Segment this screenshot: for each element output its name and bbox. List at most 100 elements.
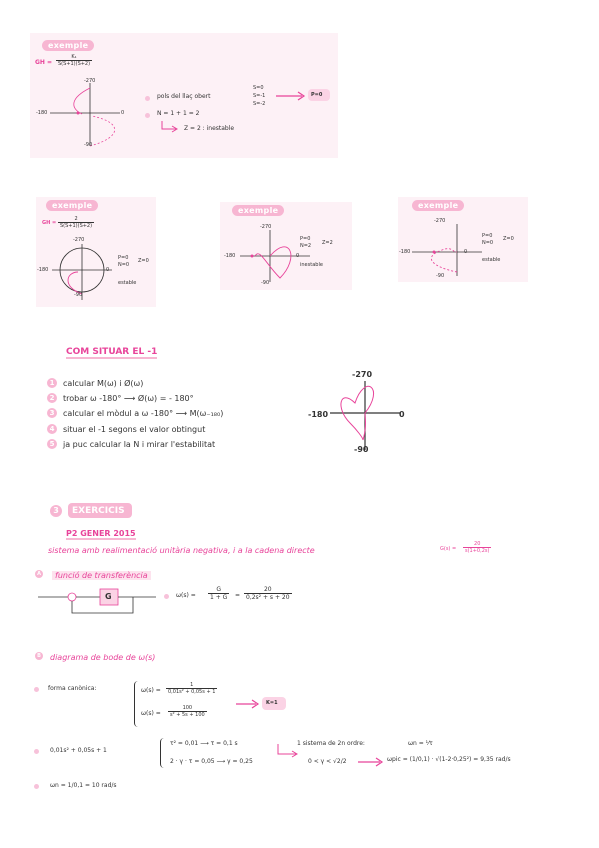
- w-fraction-2: 20 0,2s² + s + 20: [244, 586, 292, 601]
- section-highlight: [68, 503, 132, 518]
- p-value: P=0: [482, 233, 493, 239]
- example-panel-2: [36, 197, 156, 307]
- axis-right: 0: [296, 253, 300, 259]
- axis-left: -180: [308, 410, 329, 419]
- result: estable: [482, 257, 501, 263]
- step-text: situar el -1 segons el valor obtingut: [63, 425, 206, 434]
- gh-fraction: K₁ S(S+1)(S+2): [56, 54, 93, 67]
- axis-right: 0: [464, 249, 468, 255]
- result: estable: [118, 280, 137, 286]
- p-value: P=0: [118, 255, 129, 261]
- block-g: G: [105, 592, 112, 601]
- axis-bottom: -90: [354, 445, 369, 454]
- example-tag: exemple: [42, 40, 95, 51]
- k-highlight: [262, 697, 286, 710]
- arrow-icon: [358, 757, 384, 767]
- axis-top: -270: [84, 78, 96, 84]
- arrow-icon: [236, 699, 260, 709]
- nyquist-plot-situar: [330, 381, 400, 450]
- bullet: [145, 113, 150, 118]
- p-result: P=0: [311, 92, 323, 98]
- wn-result: ωn = 1/0,1 = 10 rad/s: [50, 782, 117, 789]
- gh-label: GH =: [42, 220, 57, 226]
- step-number: 1: [47, 378, 57, 388]
- wn-formula: ωn = ¹⁄τ: [408, 740, 433, 747]
- z-text: Z = 2 : inestable: [184, 125, 235, 132]
- axis-top: -270: [260, 224, 272, 230]
- bullet: [145, 96, 150, 101]
- gamma-condition: 0 < γ < √2/2: [308, 758, 347, 765]
- section-number: 3: [50, 505, 62, 517]
- axis-top: -270: [73, 237, 85, 243]
- section-letter: B: [35, 652, 43, 660]
- step-text: calcular el mòdul a ω -180° ⟶ M(ω₋₁₈₀): [63, 409, 224, 418]
- step-number: 4: [47, 424, 57, 434]
- axis-bottom: -90: [261, 280, 270, 286]
- p-value: P=0: [300, 236, 311, 242]
- n-value: N=0: [482, 240, 494, 246]
- bullet: [34, 784, 39, 789]
- axis-bottom: -90: [436, 273, 445, 279]
- z-value: Z=2: [322, 240, 333, 246]
- subsection-title: diagrama de bode de ω(s): [50, 653, 156, 662]
- eq-tau: τ² = 0,01 ⟶ τ = 0,1 s: [170, 740, 238, 747]
- n-value: N=0: [118, 262, 130, 268]
- subsection-title: funció de transferència: [52, 571, 151, 580]
- nyquist-plot-2: [52, 244, 112, 300]
- equals-sign: =: [235, 592, 241, 599]
- nyquist-plot-3: [240, 230, 310, 282]
- step-text: trobar ω -180° ⟶ Ø(ω) = - 180°: [63, 394, 194, 403]
- example-tag: exemple: [412, 200, 465, 211]
- axis-left: -180: [399, 249, 411, 255]
- gh-label: GH =: [35, 59, 53, 66]
- axis-left: -180: [36, 110, 48, 116]
- fc1-label: ω(s) =: [141, 687, 161, 694]
- n-text: N = 1 + 1 = 2: [157, 110, 200, 117]
- eq-gamma: 2 · γ · τ = 0,05 ⟶ γ = 0,25: [170, 758, 253, 765]
- axis-bottom: -90: [74, 292, 83, 298]
- step-number: 5: [47, 439, 57, 449]
- w-peak: ωpic = (1/0,1) · √(1-2·0,25²) = 9,35 rad…: [387, 756, 511, 763]
- axis-right: 0: [399, 410, 405, 419]
- section-title: COM SITUAR EL -1: [66, 347, 158, 359]
- poles-text: pols del llaç obert: [157, 93, 211, 100]
- fc-label: forma canònica:: [48, 685, 97, 692]
- axis-right: 0: [106, 267, 110, 273]
- result: inestable: [300, 262, 323, 268]
- exercise-statement: sistema amb realimentació unitària negat…: [48, 546, 315, 555]
- example-panel-4: [398, 197, 528, 282]
- brace: [134, 681, 138, 727]
- bullet: [34, 687, 39, 692]
- pole-3: S=-2: [253, 101, 266, 107]
- w-fraction-1: G 1 + G: [208, 586, 230, 601]
- fc1-fraction: 1 0,01s² + 0,05s + 1: [166, 682, 218, 695]
- axis-top: -270: [434, 218, 446, 224]
- pole-1: S=0: [253, 85, 264, 91]
- axis-bottom: -90: [84, 142, 93, 148]
- g-fraction: 20 s(1+0,2s): [463, 541, 492, 554]
- fc2-label: ω(s) =: [141, 710, 161, 717]
- example-tag: exemple: [46, 200, 99, 211]
- gh-fraction: 2 S(S+1)(S+2): [58, 216, 95, 229]
- result-highlight: [308, 89, 330, 101]
- axis-left: -180: [37, 267, 49, 273]
- bullet: [164, 594, 169, 599]
- z-value: Z=0: [503, 236, 514, 242]
- nyquist-plot-1: [50, 83, 120, 147]
- g-label: G(s) =: [440, 546, 457, 552]
- block-diagram: [38, 588, 156, 614]
- axis-left: -180: [224, 253, 236, 259]
- section-title: EXERCICIS: [72, 506, 125, 516]
- k-value: K=1: [266, 700, 278, 706]
- exercise-subtitle: P2 GENER 2015: [66, 529, 136, 540]
- nyquist-plot-4: [412, 224, 482, 276]
- arrow-icon: [161, 121, 178, 133]
- fc2-fraction: 100 s² + 5s + 100: [168, 705, 207, 718]
- example-tag: exemple: [232, 205, 285, 216]
- z-value: Z=0: [138, 258, 149, 264]
- bullet: [34, 749, 39, 754]
- section-letter: A: [35, 570, 43, 578]
- axis-right: 0: [121, 110, 125, 116]
- second-order: 1 sistema de 2n ordre:: [297, 740, 365, 747]
- arrow-icon: [277, 744, 298, 758]
